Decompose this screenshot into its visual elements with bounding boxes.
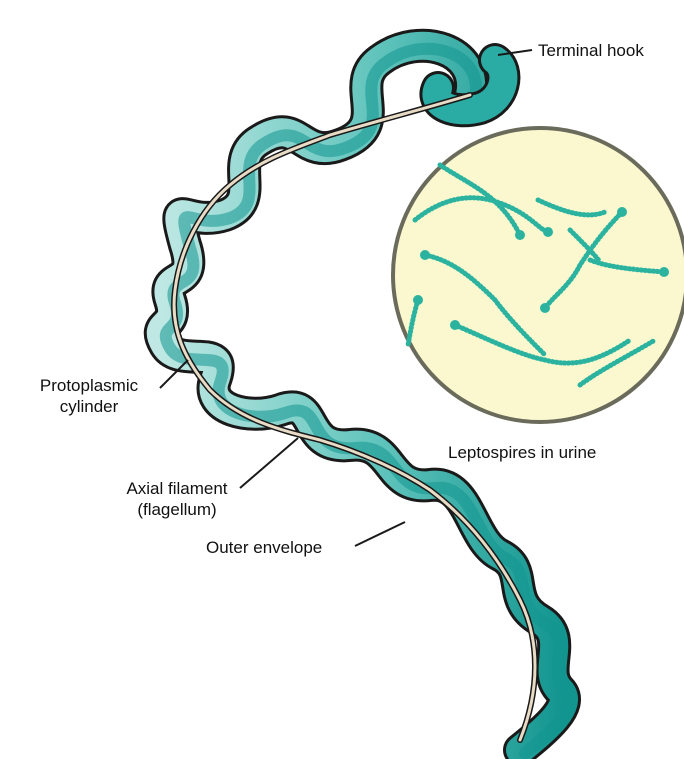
label-outer-envelope: Outer envelope bbox=[206, 537, 322, 558]
label-axial-line2: (flagellum) bbox=[110, 499, 244, 520]
urine-circle bbox=[393, 128, 684, 422]
label-terminal-hook: Terminal hook bbox=[538, 40, 644, 61]
label-protoplasmic-line1: Protoplasmic bbox=[20, 375, 158, 396]
label-axial-filament: Axial filament (flagellum) bbox=[110, 478, 244, 520]
leader-outer-envelope bbox=[355, 522, 405, 546]
leader-axial bbox=[240, 438, 298, 488]
label-protoplasmic-cylinder: Protoplasmic cylinder bbox=[20, 375, 158, 417]
label-axial-line1: Axial filament bbox=[110, 478, 244, 499]
label-protoplasmic-line2: cylinder bbox=[20, 396, 158, 417]
label-leptospires-in-urine: Leptospires in urine bbox=[448, 442, 596, 463]
